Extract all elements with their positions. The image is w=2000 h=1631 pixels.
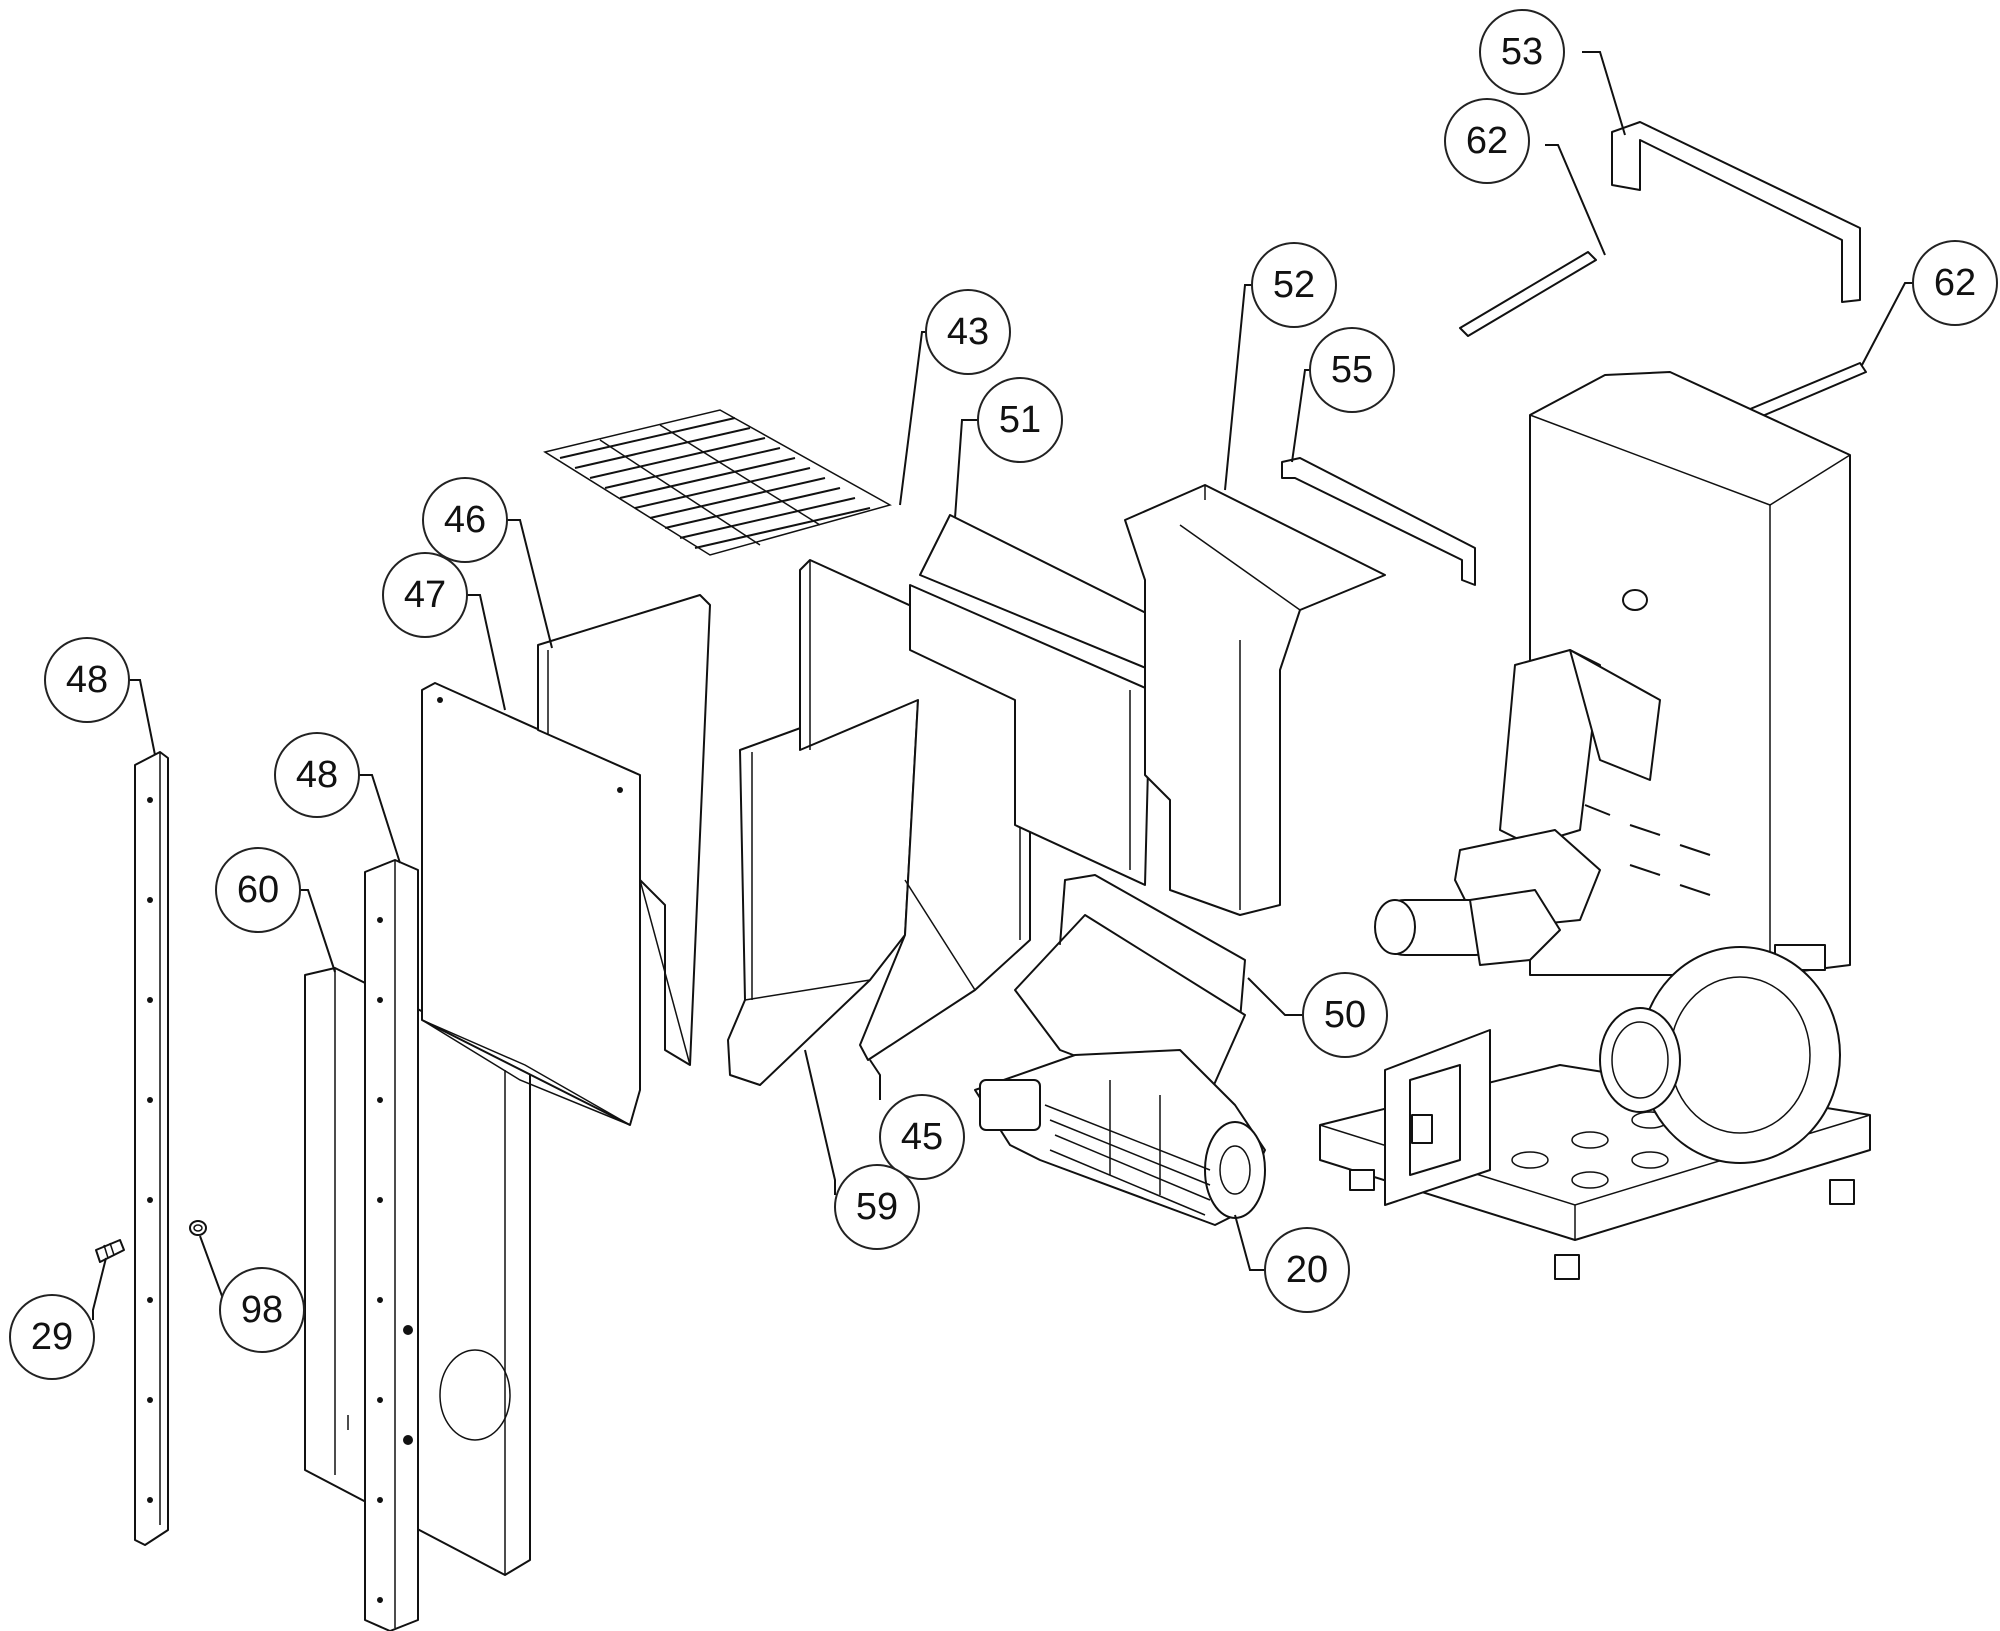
callout-48a: 48: [44, 637, 130, 723]
callout-62a: 62: [1444, 98, 1530, 184]
callout-label-29: 29: [31, 1316, 73, 1358]
callout-50: 50: [1302, 972, 1388, 1058]
callout-label-59: 59: [856, 1186, 898, 1228]
part-53-bracket: [1611, 121, 1861, 303]
callout-60: 60: [215, 847, 301, 933]
leader-46: [505, 519, 553, 649]
part-48-left-rail: [134, 751, 169, 1546]
leader-29: [92, 1257, 107, 1320]
callout-59: 59: [834, 1164, 920, 1250]
callout-47: 47: [382, 552, 468, 638]
callout-label-45: 45: [901, 1116, 943, 1158]
part-47-panel: [421, 682, 641, 1126]
part-48-front-rail: [364, 859, 419, 1631]
part-55-bracket: [1281, 457, 1476, 586]
callout-label-51: 51: [999, 399, 1041, 441]
callout-label-62a: 62: [1466, 120, 1508, 162]
part-43-grate: [543, 409, 892, 556]
leader-20: [1234, 1214, 1265, 1271]
callout-46: 46: [422, 477, 508, 563]
callout-label-55: 55: [1331, 349, 1373, 391]
callout-label-53: 53: [1501, 31, 1543, 73]
callout-label-48b: 48: [296, 754, 338, 796]
callout-29: 29: [9, 1294, 95, 1380]
callout-label-43: 43: [947, 311, 989, 353]
leader-48a: [127, 679, 156, 756]
part-98-nut: [189, 1220, 207, 1236]
callouts: 53 62 62 52 55 43 51 46: [9, 9, 1998, 1380]
callout-20: 20: [1264, 1227, 1350, 1313]
leader-50: [1247, 977, 1302, 1016]
callout-label-46: 46: [444, 499, 486, 541]
leader-51: [954, 419, 978, 519]
part-46-panel: [537, 594, 711, 1066]
part-52-hood: [1124, 484, 1386, 916]
callout-53: 53: [1479, 9, 1565, 95]
leader-47: [465, 594, 506, 711]
leader-62b: [1861, 282, 1922, 366]
callout-55: 55: [1309, 327, 1395, 413]
leader-53: [1582, 51, 1626, 136]
leader-45: [869, 1059, 881, 1100]
callout-48b: 48: [274, 732, 360, 818]
callout-label-52: 52: [1273, 264, 1315, 306]
callout-62b: 62: [1912, 240, 1998, 326]
leader-52: [1224, 284, 1262, 491]
callout-label-47: 47: [404, 574, 446, 616]
callout-52: 52: [1251, 242, 1337, 328]
leader-59: [804, 1049, 836, 1195]
leader-43: [899, 331, 938, 506]
callout-label-62b: 62: [1934, 262, 1976, 304]
callout-51: 51: [977, 377, 1063, 463]
part-51-baffle: [909, 514, 1191, 886]
part-29-screw: [95, 1239, 125, 1263]
callout-45: 45: [879, 1094, 965, 1180]
callout-label-48a: 48: [66, 659, 108, 701]
leader-62a: [1545, 144, 1606, 256]
leader-48b: [357, 774, 401, 864]
part-20-blower: [974, 1049, 1266, 1226]
part-62-rod-a: [1459, 251, 1597, 337]
callout-label-50: 50: [1324, 994, 1366, 1036]
callout-43: 43: [925, 289, 1011, 375]
callout-label-98: 98: [241, 1289, 283, 1331]
callout-98: 98: [219, 1267, 305, 1353]
main-unit: [1319, 371, 1871, 1280]
callout-label-20: 20: [1286, 1249, 1328, 1291]
callout-label-60: 60: [237, 869, 279, 911]
